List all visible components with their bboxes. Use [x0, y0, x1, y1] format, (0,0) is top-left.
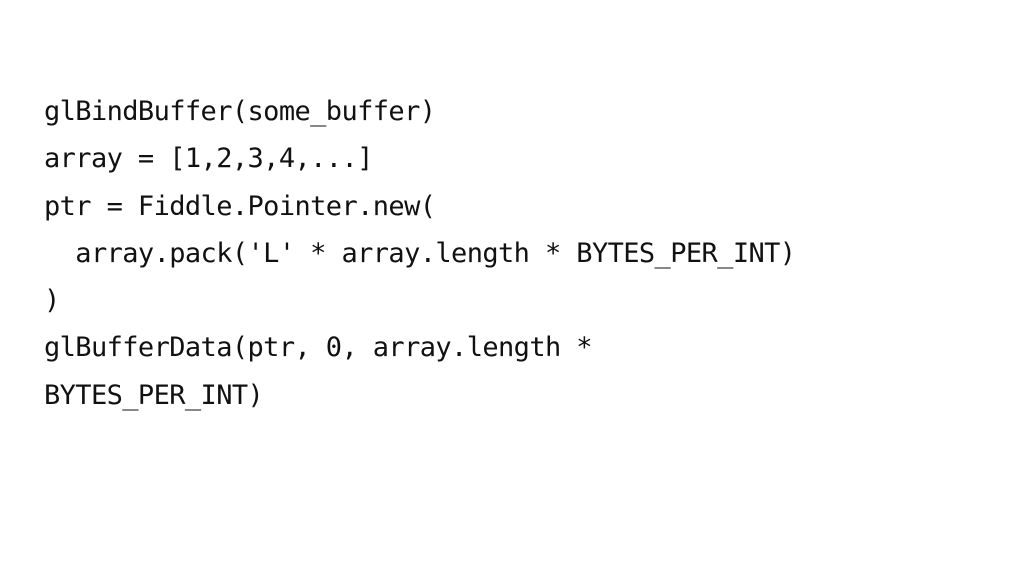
code-line-4: array.pack('L' * array.length * BYTES_PE… — [44, 237, 796, 269]
code-line-6: glBufferData(ptr, 0, array.length * — [44, 332, 593, 364]
code-block: glBindBuffer(some_buffer)array = [1,2,3,… — [44, 88, 796, 419]
code-line-3: ptr = Fiddle.Pointer.new( — [44, 190, 436, 222]
code-line-5: ) — [44, 285, 60, 317]
code-line-1: glBindBuffer(some_buffer) — [44, 96, 436, 127]
code-line-7: BYTES_PER_INT) — [44, 379, 264, 411]
code-line-2: array = [1,2,3,4,...] — [44, 143, 373, 175]
